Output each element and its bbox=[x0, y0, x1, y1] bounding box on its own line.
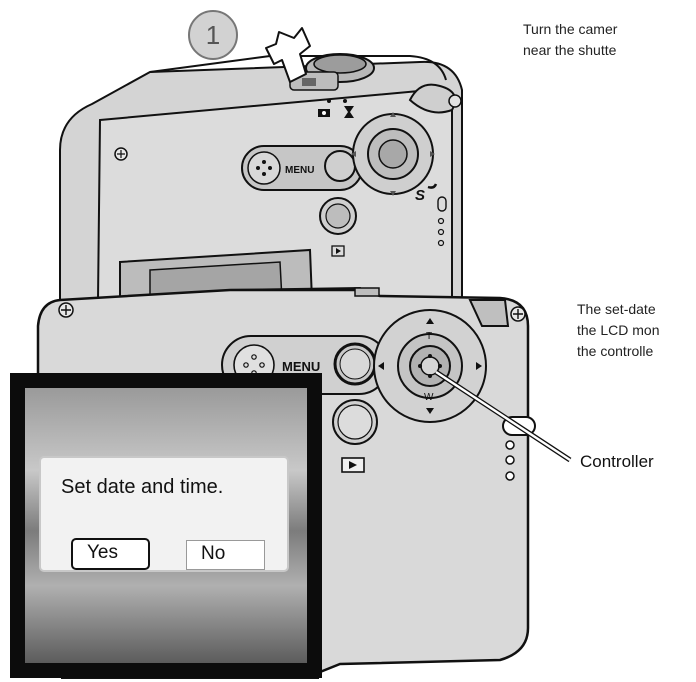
movie-mode-icon bbox=[344, 106, 354, 118]
playback-icon bbox=[331, 245, 345, 257]
instruction-step1-line1: Turn the camer bbox=[523, 21, 618, 37]
screw-icon bbox=[58, 302, 74, 318]
instruction-step2-line1: The set-date bbox=[577, 301, 656, 317]
step-number: 1 bbox=[205, 19, 221, 50]
controller-label: Controller bbox=[580, 452, 654, 471]
no-button[interactable]: No bbox=[186, 540, 265, 570]
lower-menu-label: MENU bbox=[282, 359, 320, 374]
zoom-tele-label: T bbox=[426, 331, 432, 342]
step-number-badge: 1 bbox=[188, 10, 238, 60]
upper-camera-body: MENU S bbox=[59, 53, 463, 301]
instruction-step2-line3: the controlle bbox=[577, 343, 654, 359]
zoom-wide-label: W bbox=[424, 392, 434, 403]
screw-icon bbox=[114, 147, 128, 161]
upper-menu-label: MENU bbox=[285, 165, 314, 176]
lcd-screen-image: Set date and time. Yes No bbox=[25, 388, 307, 663]
controller-callout-line bbox=[434, 369, 572, 463]
screw-icon bbox=[510, 306, 526, 322]
sd-card-logo: S bbox=[415, 187, 425, 204]
instruction-step1-line2: near the shutte bbox=[523, 42, 617, 58]
instruction-step2-line2: the LCD mon bbox=[577, 322, 660, 338]
playback-icon bbox=[341, 457, 365, 473]
lcd-monitor: Set date and time. Yes No bbox=[10, 373, 322, 678]
dialog-message: Set date and time. bbox=[61, 476, 224, 498]
set-date-dialog: Set date and time. Yes No bbox=[39, 456, 289, 572]
press-finger-icon bbox=[265, 27, 311, 83]
yes-button[interactable]: Yes bbox=[71, 538, 150, 570]
